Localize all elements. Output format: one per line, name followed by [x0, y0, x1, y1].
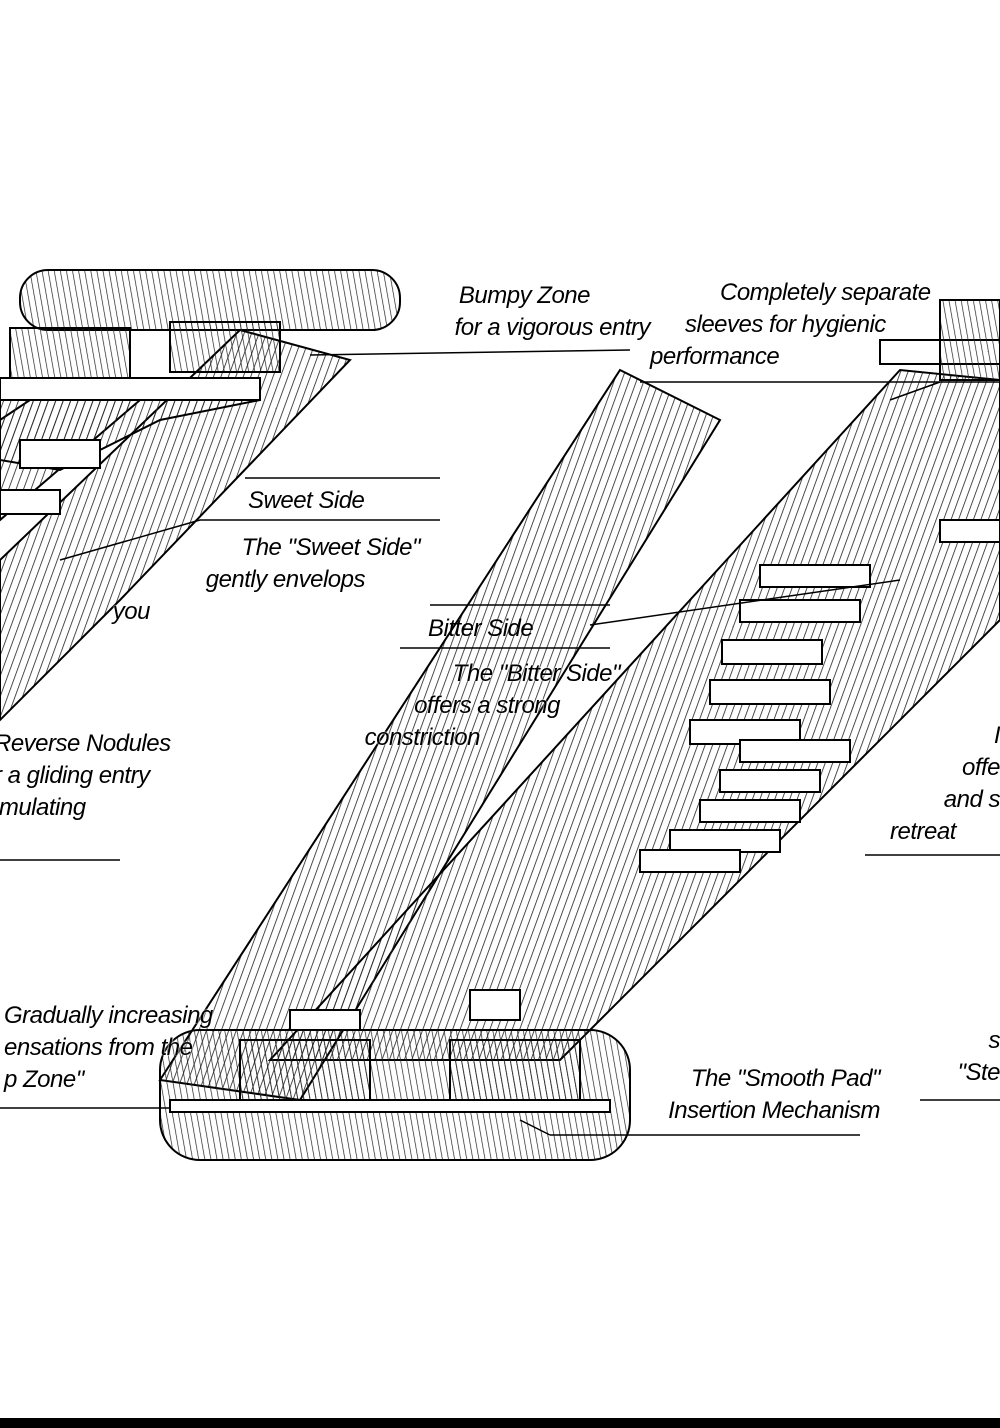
- right-bottom-line-2: "Ste: [957, 1059, 1000, 1086]
- leader-lines: [0, 349, 1000, 1136]
- tag-bitter-side: Bitter Side: [428, 615, 534, 642]
- reverse-nodules-line-3: imulating: [0, 794, 86, 821]
- bumpy-zone-desc: for a vigorous entry: [454, 314, 651, 341]
- tag-sweet-side: Sweet Side: [248, 487, 365, 514]
- label-sleeves: Completely separate sleeves for hygienic…: [650, 277, 931, 373]
- right-bottom-line-1: s: [988, 1027, 1000, 1054]
- smooth-pad-line-2: Insertion Mechanism: [668, 1097, 880, 1124]
- label-sweet-side: The "Sweet Side" gently envelops you: [90, 532, 421, 628]
- sleeves-line-1: Completely separate: [720, 279, 931, 306]
- bitter-side-line-1: The "Bitter Side": [452, 660, 621, 687]
- right-partial-line-4: retreat: [890, 818, 956, 845]
- sleeves-line-2: sleeves for hygienic: [685, 311, 886, 338]
- sweet-side-line-1: The "Sweet Side": [241, 534, 421, 561]
- gradual-line-1: Gradually increasing: [4, 1002, 213, 1029]
- right-partial-line-2: offe: [961, 754, 1000, 781]
- right-partial-line-1: I: [993, 722, 1000, 749]
- label-right-bottom-partial: s "Ste: [930, 1025, 1000, 1089]
- reverse-nodules-line-2: r a gliding entry: [0, 762, 150, 789]
- gradual-line-3: p Zone": [4, 1066, 84, 1093]
- label-smooth-pad: The "Smooth Pad" Insertion Mechanism: [590, 1063, 880, 1127]
- left-top-cap: [0, 269, 401, 515]
- right-partial-line-3: and s: [943, 786, 1000, 813]
- label-right-partial: I offe and s retreat: [880, 720, 1000, 848]
- bitter-side-line-2: offers a strong: [414, 692, 560, 719]
- bumpy-zone-title: Bumpy Zone: [458, 282, 591, 309]
- sweet-side-line-2: gently envelops: [205, 566, 366, 593]
- label-gradual: Gradually increasing ensations from the …: [4, 1000, 213, 1096]
- bottom-edge-bar: [0, 1418, 1000, 1428]
- sweet-side-line-3: you: [112, 598, 151, 625]
- label-bitter-side: The "Bitter Side" offers a strong constr…: [290, 658, 621, 754]
- sleeves-line-3: performance: [650, 343, 780, 370]
- label-reverse-nodules: Reverse Nodules r a gliding entry imulat…: [0, 728, 171, 824]
- smooth-pad-line-1: The "Smooth Pad": [690, 1065, 881, 1092]
- bitter-side-line-3: constriction: [364, 724, 481, 751]
- gradual-line-2: ensations from the: [4, 1034, 193, 1061]
- bottom-cap: [159, 989, 631, 1161]
- label-bumpy-zone: Bumpy Zone for a vigorous entry: [370, 280, 651, 344]
- right-top-cap: [939, 299, 1000, 381]
- reverse-nodules-line-1: Reverse Nodules: [0, 730, 171, 757]
